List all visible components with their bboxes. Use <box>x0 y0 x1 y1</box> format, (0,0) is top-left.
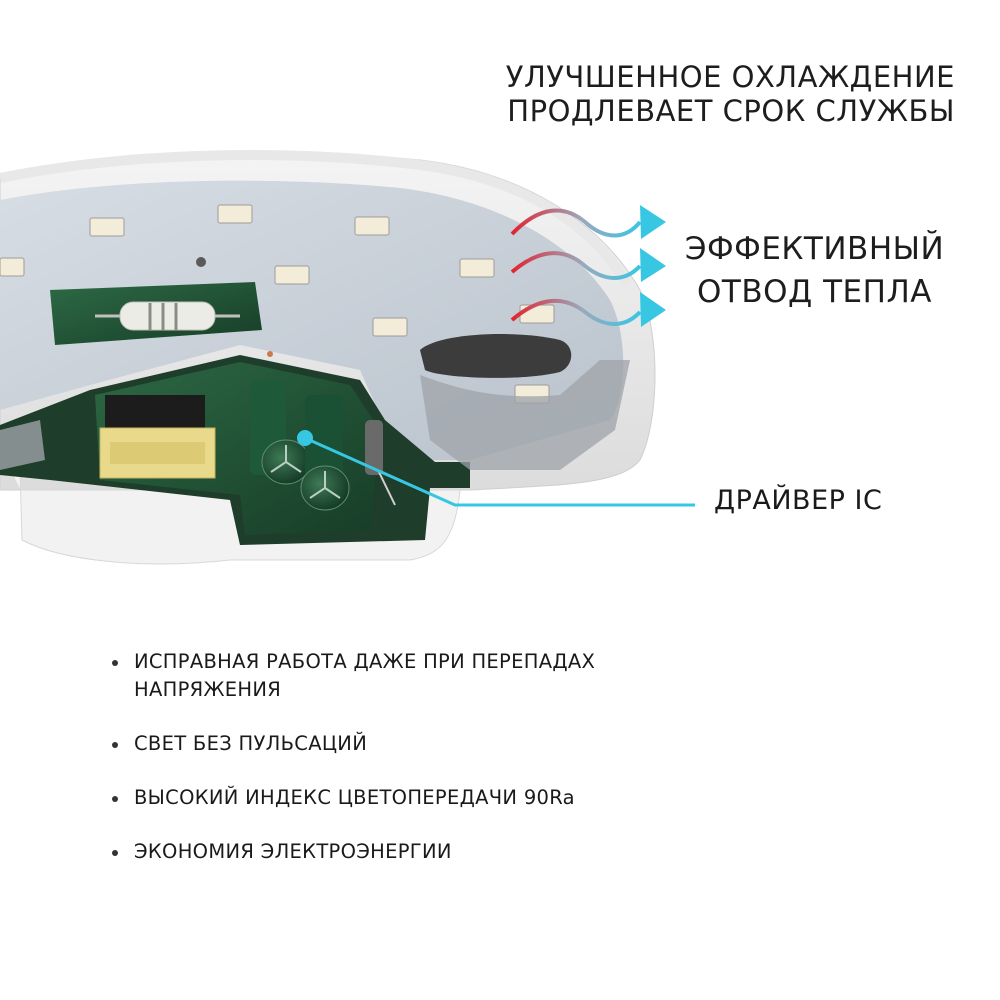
bullet-icon <box>112 742 118 748</box>
feature-text: СВЕТ БЕЗ ПУЛЬСАЦИЙ <box>134 732 368 755</box>
heat-arrow-head-1 <box>640 205 666 239</box>
heat-dissipation-title: ЭФФЕКТИВНЫЙ ОТВОД ТЕПЛА <box>682 228 947 314</box>
feature-item: ЭКОНОМИЯ ЭЛЕКТРОЭНЕРГИИ <box>112 838 654 866</box>
driver-callout <box>297 430 695 507</box>
bullet-icon <box>112 850 118 856</box>
bullet-icon <box>112 660 118 666</box>
feature-text: ИСПРАВНАЯ РАБОТА ДАЖЕ ПРИ ПЕРЕПАДАХ НАПР… <box>134 650 596 701</box>
heat-flow-arrows <box>510 205 666 327</box>
feature-item: ВЫСОКИЙ ИНДЕКС ЦВЕТОПЕРЕДАЧИ 90Ra <box>112 784 654 812</box>
bullet-icon <box>112 796 118 802</box>
heat-wave-3 <box>510 298 642 326</box>
heat-arrow-head-2 <box>640 248 666 282</box>
feature-text: ВЫСОКИЙ ИНДЕКС ЦВЕТОПЕРЕДАЧИ 90Ra <box>134 786 575 809</box>
feature-item: СВЕТ БЕЗ ПУЛЬСАЦИЙ <box>112 730 654 758</box>
headline-line-2: ПРОДЛЕВАЕТ СРОК СЛУЖБЫ <box>507 94 955 128</box>
driver-label: ДРАЙВЕР IC <box>714 485 883 516</box>
feature-text: ЭКОНОМИЯ ЭЛЕКТРОЭНЕРГИИ <box>134 840 452 863</box>
heat-title-line-2: ОТВОД ТЕПЛА <box>697 274 932 310</box>
heat-wave-2 <box>510 251 642 280</box>
headline: УЛУЧШЕННОЕ ОХЛАЖДЕНИЕ ПРОДЛЕВАЕТ СРОК СЛ… <box>506 60 955 128</box>
heat-title-line-1: ЭФФЕКТИВНЫЙ <box>684 231 945 267</box>
heat-arrow-head-3 <box>640 292 666 327</box>
capacitors <box>250 380 350 511</box>
headline-line-1: УЛУЧШЕННОЕ ОХЛАЖДЕНИЕ <box>505 60 955 94</box>
resistor-board <box>50 282 262 345</box>
feature-item: ИСПРАВНАЯ РАБОТА ДАЖЕ ПРИ ПЕРЕПАДАХ НАПР… <box>112 648 654 704</box>
driver-compartment <box>0 355 630 545</box>
heat-wave-1 <box>510 208 642 238</box>
feature-list: ИСПРАВНАЯ РАБОТА ДАЖЕ ПРИ ПЕРЕПАДАХ НАПР… <box>112 648 654 892</box>
